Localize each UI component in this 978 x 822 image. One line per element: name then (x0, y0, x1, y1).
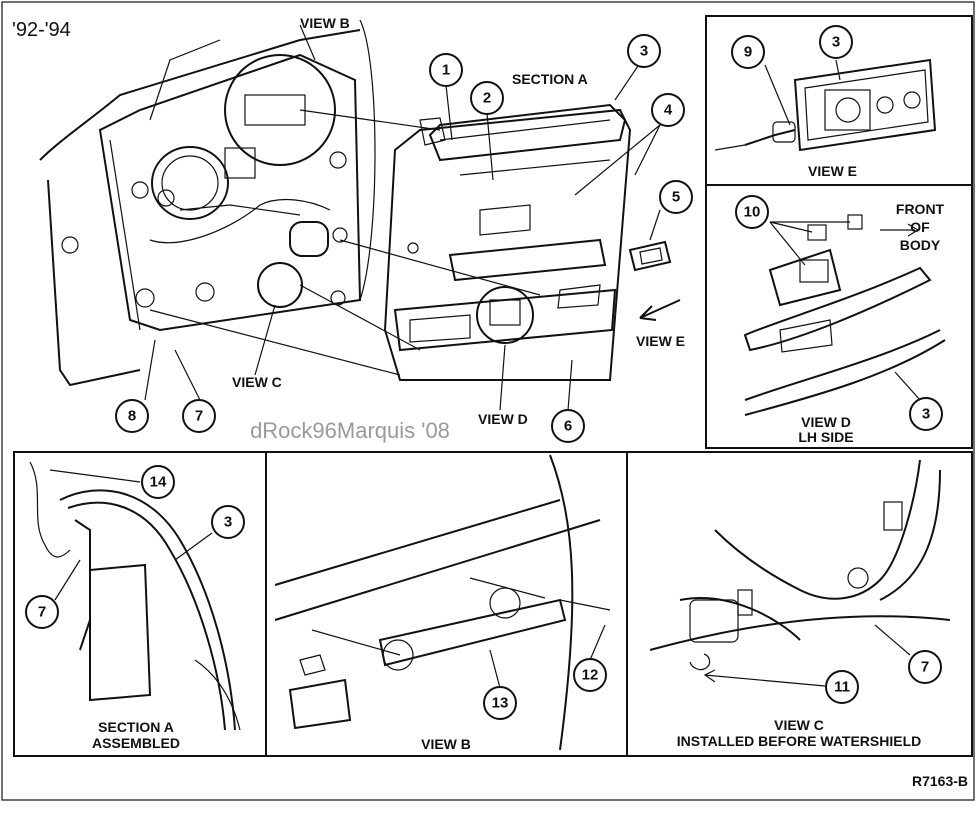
svg-text:7: 7 (195, 408, 203, 425)
view-c-label: VIEW C (232, 374, 282, 390)
view-d-label: VIEW D (478, 411, 528, 427)
view-b-detail-circle (224, 54, 336, 166)
svg-text:3: 3 (224, 514, 232, 531)
callout-13: 13 (483, 686, 517, 720)
callout-2: 2 (470, 81, 504, 115)
svg-text:4: 4 (664, 102, 673, 119)
svg-text:14: 14 (150, 474, 167, 491)
callout-10: 10 (735, 195, 769, 229)
callout-3-view-d: 3 (909, 397, 943, 431)
svg-text:3: 3 (640, 43, 648, 60)
callout-7-section-a: 7 (25, 595, 59, 629)
callout-5: 5 (659, 180, 693, 214)
callout-3-view-e: 3 (819, 25, 853, 59)
svg-text:10: 10 (744, 204, 761, 221)
section-a-assembled-line1: SECTION A (98, 719, 174, 735)
figure-code: R7163-B (912, 773, 968, 789)
section-a-assembled-line2: ASSEMBLED (92, 735, 180, 751)
view-b-bottom-drawing (274, 454, 611, 751)
year-range-label: '92-'94 (12, 19, 71, 41)
bottom-panels-frame (13, 451, 973, 757)
callout-14: 14 (141, 465, 175, 499)
view-d-lh-line2: LH SIDE (798, 429, 853, 445)
svg-text:8: 8 (128, 408, 136, 425)
svg-text:11: 11 (834, 679, 850, 696)
svg-text:7: 7 (38, 604, 46, 621)
view-d-detail-circle (476, 286, 534, 344)
leader-lines-main (144, 24, 661, 411)
front-of-body-line1: FRONT (896, 201, 945, 217)
svg-text:5: 5 (672, 189, 680, 206)
view-b-top-label: VIEW B (300, 15, 350, 31)
watermark: dRock96Marquis '08 (250, 418, 450, 443)
door-trim-panel-drawing (383, 103, 632, 381)
callout-3-main: 3 (627, 34, 661, 68)
callout-7-view-c: 7 (908, 650, 942, 684)
callout-7-main: 7 (182, 399, 216, 433)
view-b-bottom-label: VIEW B (421, 736, 471, 752)
svg-text:1: 1 (442, 62, 450, 79)
section-a-assembled-drawing (29, 461, 241, 731)
view-d-drawing (743, 214, 946, 416)
svg-text:12: 12 (582, 667, 599, 684)
svg-text:7: 7 (921, 659, 929, 676)
callout-12: 12 (573, 658, 607, 692)
svg-text:3: 3 (922, 406, 930, 423)
front-of-body-line2: OF (910, 219, 930, 235)
svg-text:6: 6 (564, 418, 572, 435)
outer-frame (1, 1, 975, 801)
view-e-drawing (714, 58, 937, 152)
svg-text:13: 13 (492, 695, 509, 712)
callout-11: 11 (825, 670, 859, 704)
door-inner-panel-drawing (39, 19, 376, 387)
section-a-label: SECTION A (512, 71, 588, 87)
svg-text:9: 9 (744, 44, 752, 61)
view-c-bottom-line1: VIEW C (774, 717, 824, 733)
view-c-bottom-drawing (649, 459, 951, 687)
view-c-detail-circle (257, 262, 303, 308)
callout-6: 6 (551, 409, 585, 443)
callout-4: 4 (651, 93, 685, 127)
view-e-arrow-label: VIEW E (636, 333, 685, 349)
view-e-title: VIEW E (808, 163, 857, 179)
inset-frame-right (705, 15, 973, 449)
callout-9: 9 (731, 35, 765, 69)
callout-8: 8 (115, 399, 149, 433)
handle-bezel-part5 (628, 240, 672, 272)
view-e-arrow (639, 299, 681, 321)
callout-3-section-a: 3 (211, 505, 245, 539)
view-c-bottom-line2: INSTALLED BEFORE WATERSHIELD (677, 733, 921, 749)
svg-text:2: 2 (483, 90, 491, 107)
callout-1: 1 (429, 53, 463, 87)
svg-text:3: 3 (832, 34, 840, 51)
view-d-lh-line1: VIEW D (801, 414, 851, 430)
front-of-body-line3: BODY (900, 237, 941, 253)
